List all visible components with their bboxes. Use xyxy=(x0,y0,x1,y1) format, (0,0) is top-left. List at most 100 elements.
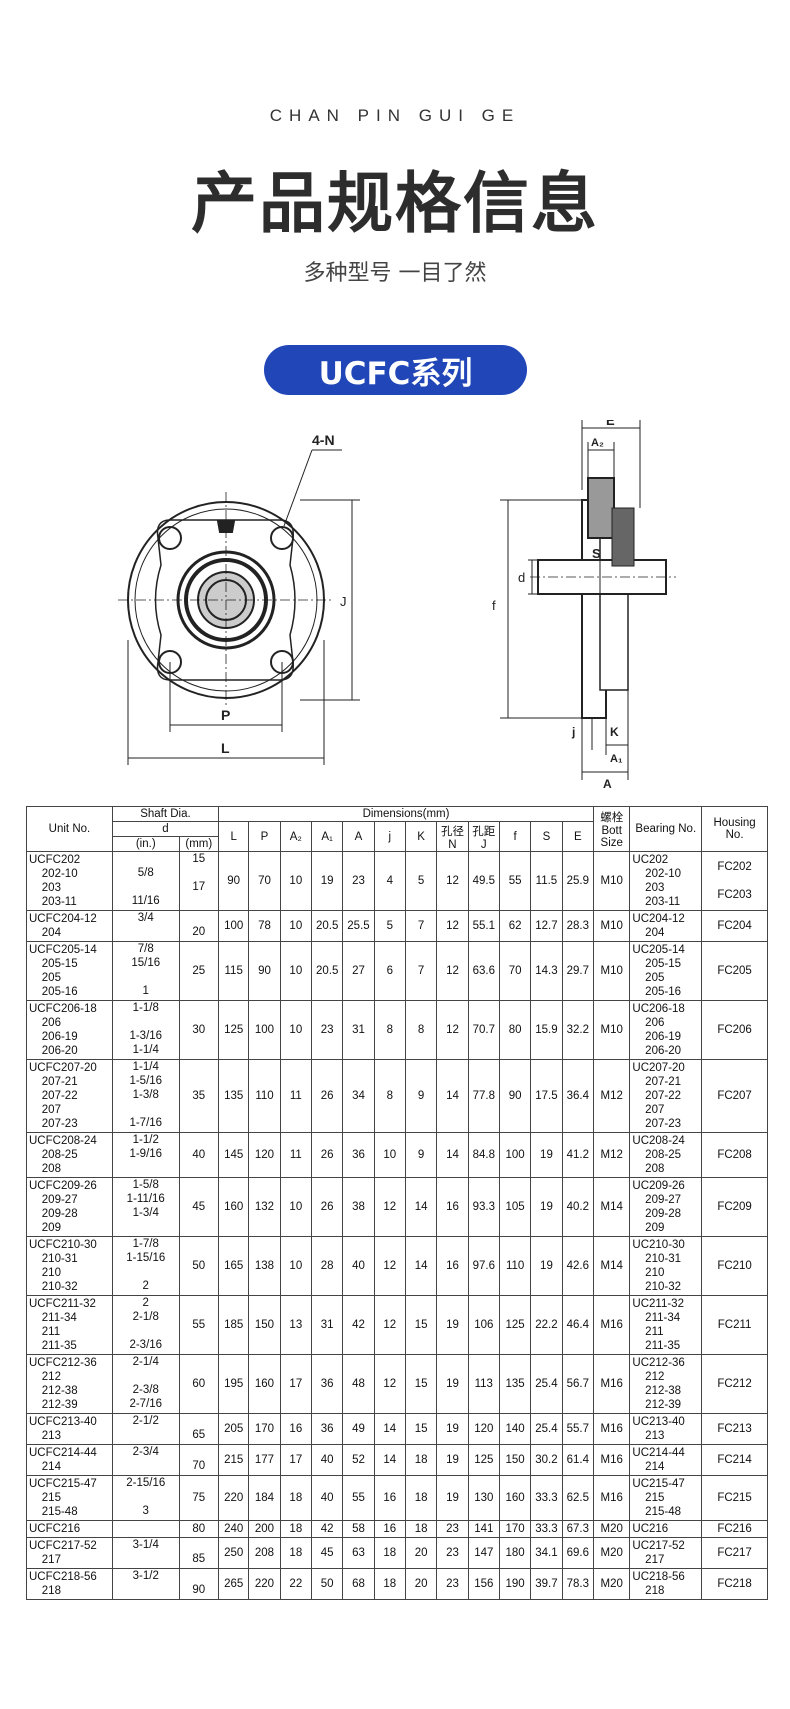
bolt-cell: M14 xyxy=(593,1177,631,1237)
S-cell: 11.5 xyxy=(530,851,563,911)
A1-cell: 26 xyxy=(310,1177,344,1237)
f-cell: 125 xyxy=(498,1295,532,1355)
housing-cell: FC205 xyxy=(701,941,768,1001)
A1-cell: 19 xyxy=(310,851,344,911)
L-cell: 160 xyxy=(218,1177,250,1237)
S-cell: 30.2 xyxy=(530,1444,563,1476)
K-cell: 8 xyxy=(404,1000,438,1060)
A2-cell: 17 xyxy=(279,1354,312,1414)
header-S: S xyxy=(530,821,563,852)
P-cell: 138 xyxy=(248,1236,281,1296)
S-cell: 25.4 xyxy=(530,1354,563,1414)
bearing-cell: UC214-44 214 xyxy=(629,1444,703,1476)
f-cell: 55 xyxy=(498,851,532,911)
K-cell: 7 xyxy=(404,910,438,942)
E-cell: 40.2 xyxy=(561,1177,595,1237)
label-l: L xyxy=(221,740,230,756)
housing-cell: FC218 xyxy=(701,1568,768,1600)
L-cell: 115 xyxy=(218,941,250,1001)
S-cell: 34.1 xyxy=(530,1537,563,1569)
A-cell: 25.5 xyxy=(342,910,375,942)
A-cell: 34 xyxy=(342,1059,375,1133)
header-dimensions: Dimensions(mm) xyxy=(218,806,595,822)
E-cell: 61.4 xyxy=(561,1444,595,1476)
inch-cell: 3-1/4 xyxy=(111,1537,180,1569)
P-cell: 177 xyxy=(248,1444,281,1476)
j-cell: 12 xyxy=(373,1295,406,1355)
header-P: P xyxy=(248,821,281,852)
j-cell: 8 xyxy=(373,1059,406,1133)
label-e: E xyxy=(606,420,615,428)
f-cell: 70 xyxy=(498,941,532,1001)
A1-cell: 20.5 xyxy=(310,941,344,1001)
f-cell: 110 xyxy=(498,1236,532,1296)
unit-cell: UCFC208-24 208-25 208 xyxy=(26,1132,113,1178)
bolt-cell: M16 xyxy=(593,1413,631,1445)
N-cell: 14 xyxy=(436,1059,469,1133)
A1-cell: 26 xyxy=(310,1059,344,1133)
L-cell: 100 xyxy=(218,910,250,942)
A2-cell: 11 xyxy=(279,1132,312,1178)
P-cell: 78 xyxy=(248,910,281,942)
A1-cell: 20.5 xyxy=(310,910,344,942)
bearing-cell: UC207-20 207-21 207-22 207 207-23 xyxy=(629,1059,703,1133)
S-cell: 33.3 xyxy=(530,1520,563,1538)
A-cell: 49 xyxy=(342,1413,375,1445)
L-cell: 145 xyxy=(218,1132,250,1178)
mm-cell: 85 xyxy=(178,1537,220,1569)
S-cell: 19 xyxy=(530,1132,563,1178)
N-cell: 19 xyxy=(436,1354,469,1414)
A-cell: 55 xyxy=(342,1475,375,1521)
j-cell: 12 xyxy=(373,1236,406,1296)
f-cell: 62 xyxy=(498,910,532,942)
bearing-cell: UC215-47 215 215-48 xyxy=(629,1475,703,1521)
A-cell: 27 xyxy=(342,941,375,1001)
K-cell: 9 xyxy=(404,1132,438,1178)
E-cell: 56.7 xyxy=(561,1354,595,1414)
E-cell: 42.6 xyxy=(561,1236,595,1296)
bolt-cell: M10 xyxy=(593,1000,631,1060)
J-cell: 156 xyxy=(467,1568,500,1600)
S-cell: 15.9 xyxy=(530,1000,563,1060)
E-cell: 28.3 xyxy=(561,910,595,942)
J-cell: 106 xyxy=(467,1295,500,1355)
S-cell: 12.7 xyxy=(530,910,563,942)
A-cell: 63 xyxy=(342,1537,375,1569)
bolt-cell: M20 xyxy=(593,1520,631,1538)
mm-cell: 45 xyxy=(178,1177,220,1237)
A2-cell: 10 xyxy=(279,1000,312,1060)
j-cell: 5 xyxy=(373,910,406,942)
L-cell: 165 xyxy=(218,1236,250,1296)
E-cell: 55.7 xyxy=(561,1413,595,1445)
mm-cell: 40 xyxy=(178,1132,220,1178)
L-cell: 195 xyxy=(218,1354,250,1414)
P-cell: 220 xyxy=(248,1568,281,1600)
E-cell: 46.4 xyxy=(561,1295,595,1355)
J-cell: 93.3 xyxy=(467,1177,500,1237)
housing-cell: FC202 FC203 xyxy=(701,851,768,911)
A-cell: 23 xyxy=(342,851,375,911)
unit-cell: UCFC214-44 214 xyxy=(26,1444,113,1476)
N-cell: 12 xyxy=(436,941,469,1001)
P-cell: 160 xyxy=(248,1354,281,1414)
f-cell: 170 xyxy=(498,1520,532,1538)
bolt-cell: M12 xyxy=(593,1132,631,1178)
K-cell: 18 xyxy=(404,1520,438,1538)
inch-cell: 7/8 15/16 1 xyxy=(111,941,180,1001)
inch-cell: 2-3/4 xyxy=(111,1444,180,1476)
bolt-cell: M20 xyxy=(593,1568,631,1600)
A2-cell: 18 xyxy=(279,1537,312,1569)
header-E: E xyxy=(561,821,595,852)
bearing-cell: UC205-14 205-15 205 205-16 xyxy=(629,941,703,1001)
inch-cell: 5/8 11/16 xyxy=(111,851,180,911)
E-cell: 41.2 xyxy=(561,1132,595,1178)
bearing-cell: UC216 xyxy=(629,1520,703,1538)
j-cell: 18 xyxy=(373,1537,406,1569)
header-mm: (mm) xyxy=(178,836,220,852)
